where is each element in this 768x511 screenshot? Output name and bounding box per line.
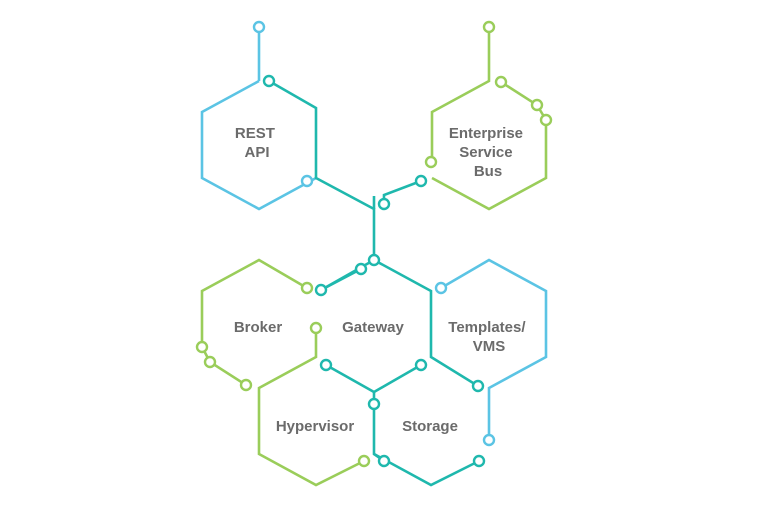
hypervisor-bottom-dot (357, 454, 371, 468)
connection-dots (195, 20, 553, 468)
rest-api-corner-dot (300, 174, 314, 188)
storage-hexagon (372, 404, 480, 487)
gateway-label: Gateway (342, 319, 404, 336)
rest-api-label: REST API (235, 125, 279, 161)
enterprise-service-bus-label: Enterprise Service Bus (449, 125, 527, 180)
broker-dot-2 (203, 355, 217, 369)
storage-label: Storage (402, 418, 458, 435)
templates-bottom-dot (482, 433, 496, 447)
gateway-left-dot (314, 283, 328, 297)
templates-vms-hexagon (440, 258, 548, 440)
gateway-inner-dot (354, 262, 368, 276)
esb-dot-1 (494, 75, 508, 89)
esb-top-dot (482, 20, 496, 34)
broker-dot-3 (239, 378, 253, 392)
storage-left-dot (377, 454, 391, 468)
templates-vms-label: Templates/ VMS (448, 319, 529, 355)
hypervisor-top-dot (309, 321, 323, 335)
rest-api-hexagon (200, 27, 317, 211)
gateway-bottom-left-dot (319, 358, 333, 372)
storage-right-dot (472, 454, 486, 468)
gateway-bottom-right-dot (414, 358, 428, 372)
bus-junction-dot (377, 197, 391, 211)
enterprise-service-bus-hexagon (430, 27, 548, 211)
rest-api-top-dot (252, 20, 266, 34)
storage-top-dot (367, 397, 381, 411)
templates-left-dot (434, 281, 448, 295)
gateway-top-dot (367, 253, 381, 267)
broker-dot-1 (195, 340, 209, 354)
broker-hexagon (200, 258, 308, 347)
gateway-right-dot (471, 379, 485, 393)
esb-side-dot (424, 155, 438, 169)
broker-label: Broker (234, 319, 283, 336)
broker-right-dot (300, 281, 314, 295)
esb-dot-2 (530, 98, 544, 112)
esb-dot-3 (539, 113, 553, 127)
hypervisor-hexagon (257, 328, 365, 487)
bus-link-dot (414, 174, 428, 188)
hypervisor-label: Hypervisor (276, 418, 355, 435)
rest-api-link-dot (262, 74, 276, 88)
